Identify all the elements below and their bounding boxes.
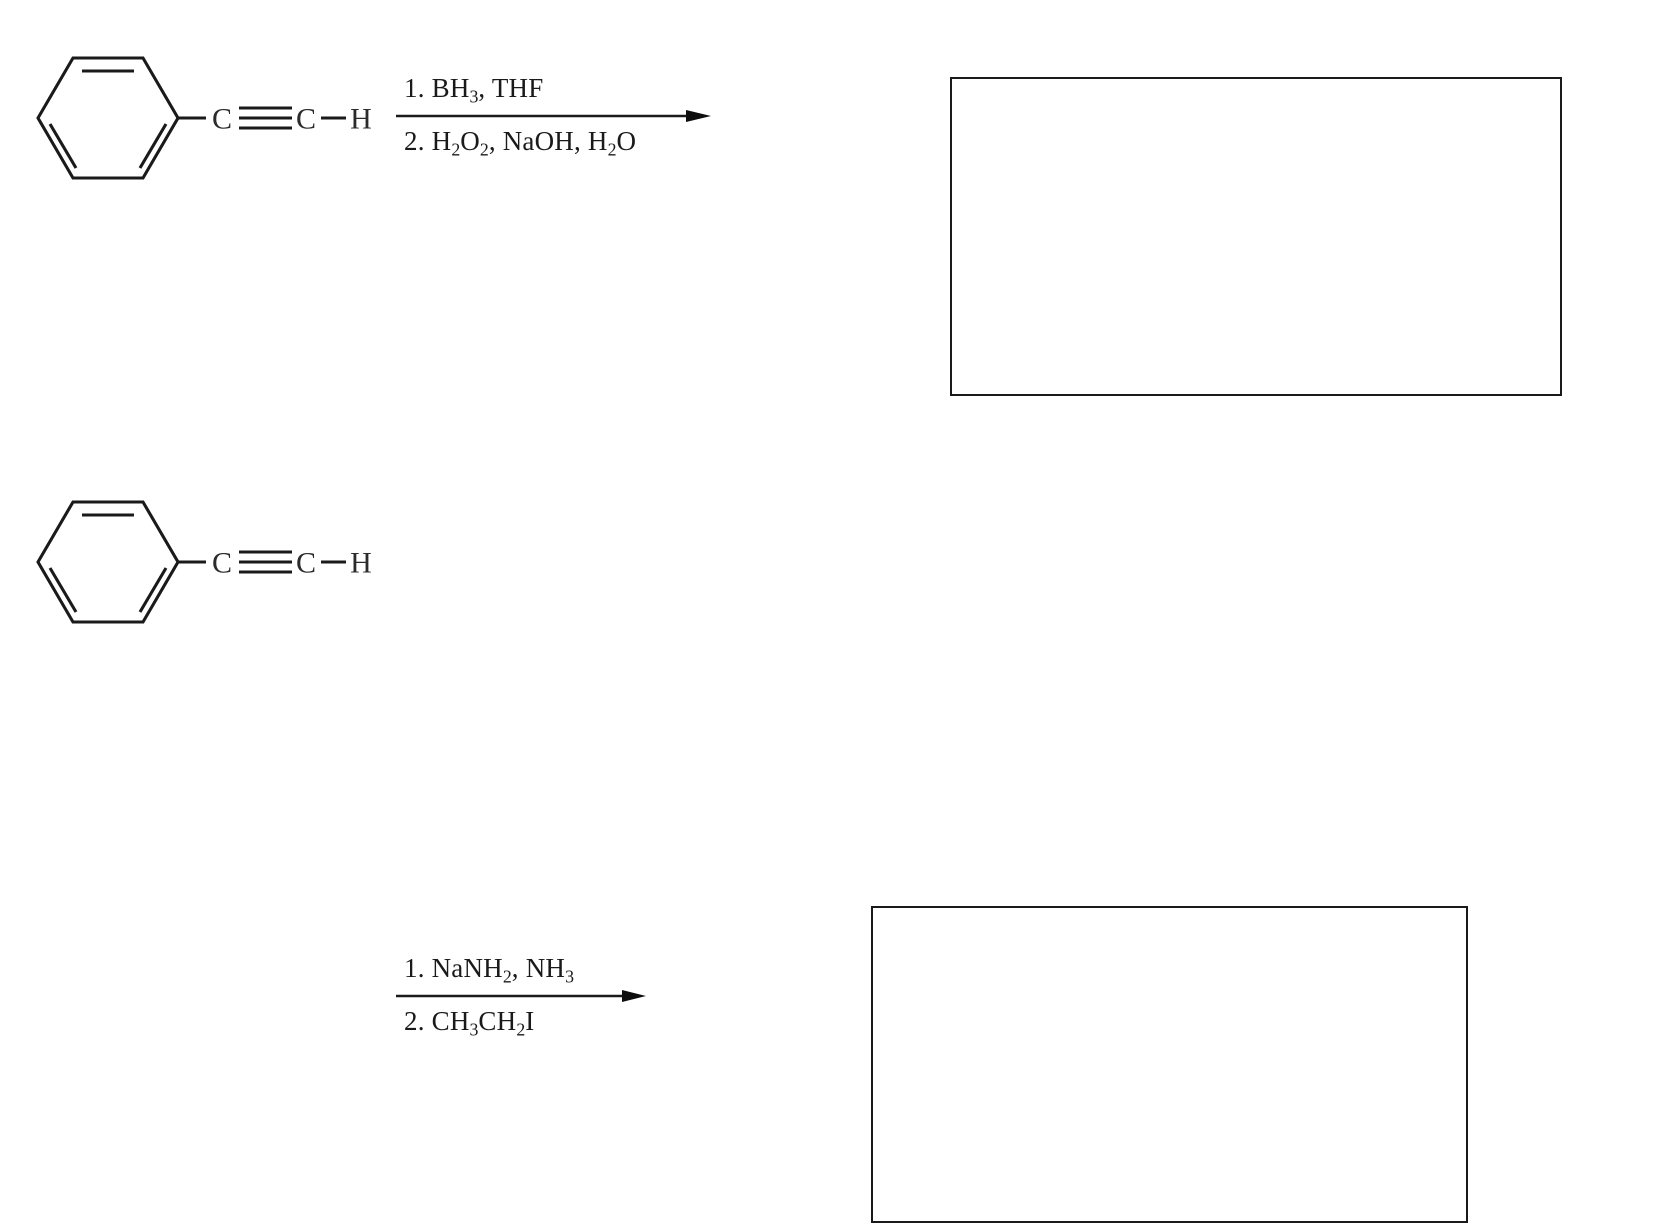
benzene-ring-2: [36, 500, 180, 624]
arrow-shaft-1: [396, 110, 711, 123]
reactant-structure-phenylacetylene-2: C C H: [10, 472, 380, 652]
triple-bond-2: [239, 550, 292, 574]
answer-box-2[interactable]: [871, 906, 1468, 1223]
reagent-above-1: 1. BH3, THF: [404, 73, 544, 107]
atom-label-c2-r1: C: [296, 103, 316, 136]
benzene-ring-1: [36, 56, 180, 180]
atom-label-c1-r2: C: [212, 547, 232, 580]
reagent-above-2: 1. NaNH2, NH3: [404, 953, 575, 987]
atom-label-h-r1: H: [350, 103, 372, 136]
reaction-arrow-block-2: 1. NaNH2, NH3 2. CH3CH2I: [396, 954, 726, 1040]
arrow-shaft-2: [396, 990, 711, 1003]
reactant-structure-phenylacetylene-1: C C H: [10, 28, 380, 208]
atom-label-c1-r1: C: [212, 103, 232, 136]
triple-bond-1: [239, 106, 292, 130]
reaction-arrow-block-1: 1. BH3, THF 2. H2O2, NaOH, H2O: [396, 74, 726, 160]
reagent-below-1: 2. H2O2, NaOH, H2O: [404, 126, 637, 161]
reaction-row-2: C C H 1. NaNH2, NH3 2. CH3CH2I: [0, 430, 1670, 1223]
atom-label-h-r2: H: [350, 547, 372, 580]
atom-label-c2-r2: C: [296, 547, 316, 580]
answer-box-1[interactable]: [950, 77, 1562, 396]
reagent-below-2: 2. CH3CH2I: [404, 1006, 535, 1041]
reaction-row-1: C C H 1. BH3, THF: [0, 0, 1670, 430]
